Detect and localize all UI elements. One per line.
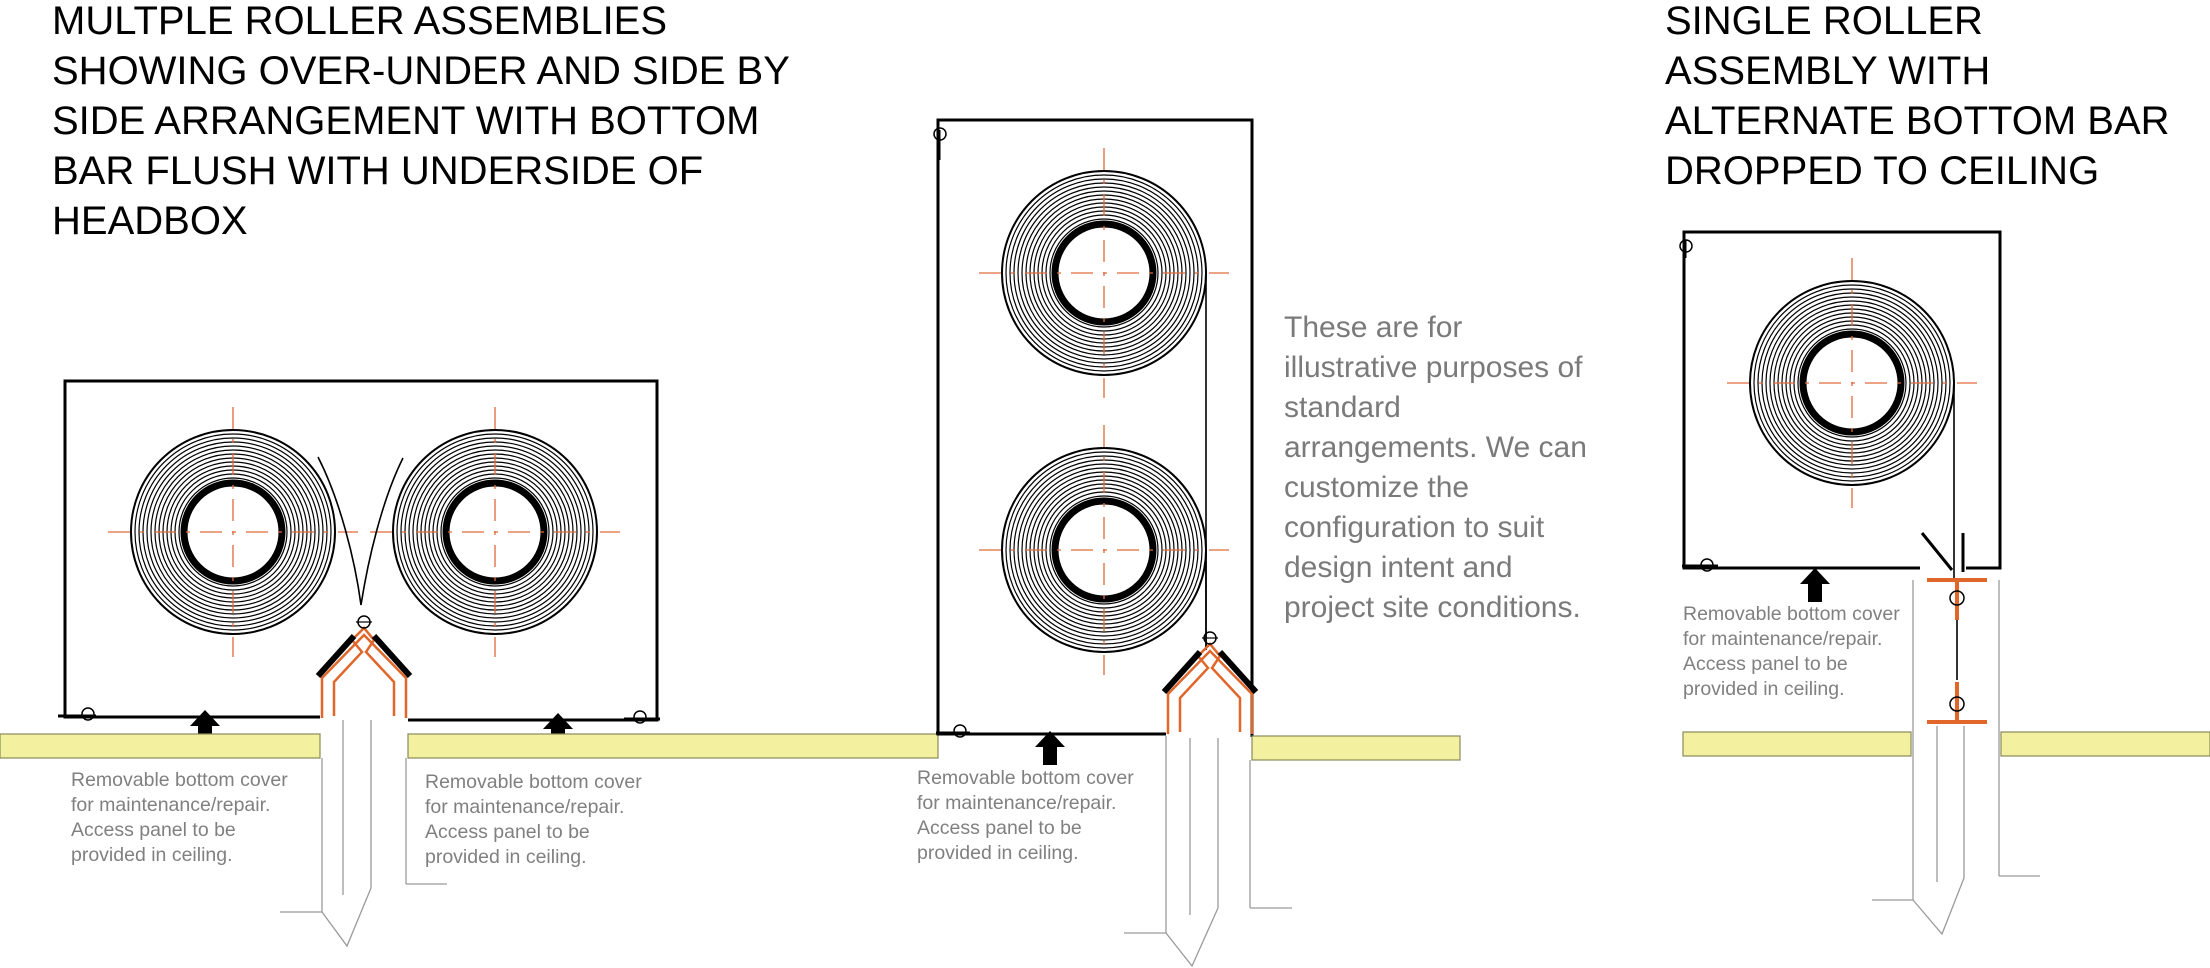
bottom-bar-bracket-left — [318, 616, 410, 718]
fabric-drop — [317, 456, 404, 606]
roller-single — [1727, 258, 1977, 508]
drop-lines-right — [1872, 580, 2040, 936]
illustrative-note: These are for illustrative purposes of s… — [1284, 311, 1587, 624]
title-line: ASSEMBLY WITH — [1665, 49, 1991, 93]
drop-lines-middle — [1124, 736, 1292, 968]
callout-bottom-cover-1: Removable bottom cover for maintenance/r… — [71, 769, 288, 866]
title-line: BAR FLUSH WITH UNDERSIDE OF — [52, 149, 704, 193]
title-multiple-roller: MULTPLE ROLLER ASSEMBLIES SHOWING OVER-U… — [52, 0, 790, 246]
ceiling-left-b — [407, 733, 939, 759]
roller-upper — [979, 148, 1229, 398]
roller-lower — [979, 425, 1229, 675]
ceiling-right-a — [1682, 731, 1912, 757]
title-line: ALTERNATE BOTTOM BAR — [1665, 99, 2170, 143]
title-line: MULTPLE ROLLER ASSEMBLIES — [52, 0, 668, 43]
title-line: HEADBOX — [52, 199, 248, 243]
side-by-side-headbox — [58, 379, 660, 724]
ceiling-right-b — [2000, 731, 2210, 757]
roller-right — [370, 407, 620, 657]
bottom-bar-bracket-middle — [1164, 632, 1256, 734]
over-under-headbox — [933, 118, 1254, 738]
roller-left — [108, 407, 358, 657]
callout-bottom-cover-4: Removable bottom cover for maintenance/r… — [1683, 603, 1900, 700]
title-line: SINGLE ROLLER — [1665, 0, 1983, 43]
access-arrow-right — [1800, 568, 1830, 602]
callout-bottom-cover-2: Removable bottom cover for maintenance/r… — [425, 771, 642, 868]
title-single-roller: SINGLE ROLLER ASSEMBLY WITH ALTERNATE BO… — [1665, 0, 2170, 196]
drop-lines-left — [280, 720, 447, 948]
callout-bottom-cover-3: Removable bottom cover for maintenance/r… — [917, 767, 1134, 864]
ceiling-middle — [1251, 735, 1461, 761]
title-line: DROPPED TO CEILING — [1665, 149, 2100, 193]
access-arrow-middle — [1035, 731, 1065, 765]
single-roller-headbox — [1679, 230, 2002, 572]
ceiling-left-a — [0, 733, 321, 759]
bottom-bar-tee-upper — [1925, 578, 1989, 622]
title-line: SHOWING OVER-UNDER AND SIDE BY — [52, 49, 790, 93]
title-line: SIDE ARRANGEMENT WITH BOTTOM — [52, 99, 760, 143]
bottom-bar-tee-lower — [1925, 680, 1989, 724]
